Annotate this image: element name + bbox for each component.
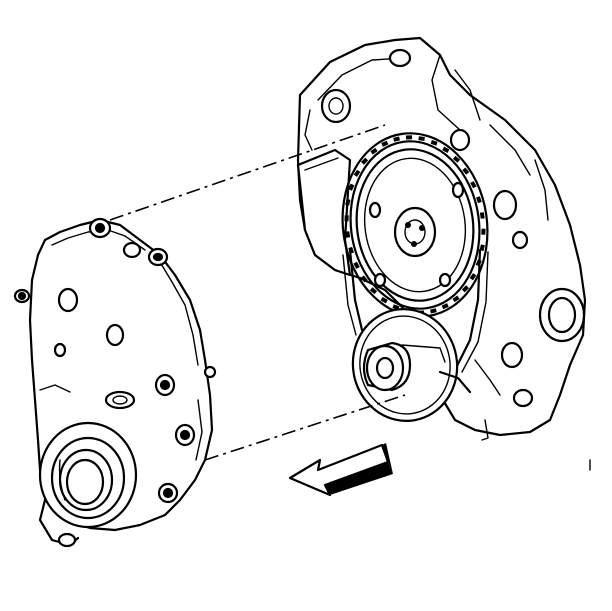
chain-link (479, 212, 485, 219)
front-cover (13, 217, 217, 548)
camshaft-sprocket (355, 148, 475, 302)
chain-link (393, 136, 400, 142)
chain-link (418, 136, 425, 141)
chain-link (479, 244, 485, 252)
chain-link (380, 296, 388, 304)
chain-link (369, 287, 378, 295)
chain-link (353, 261, 360, 269)
chain-link (361, 157, 369, 165)
chain-link (344, 215, 349, 222)
chain-link (452, 155, 461, 163)
chain-link (370, 147, 378, 155)
chain-link (348, 246, 354, 254)
chain-link (348, 183, 355, 191)
crankshaft-sprocket (351, 308, 472, 422)
timing-chain-links (344, 135, 486, 315)
chain-link (442, 146, 450, 154)
chain-link (441, 303, 449, 310)
chain-link (353, 169, 361, 177)
chain-link (345, 231, 351, 238)
chain-link (452, 295, 460, 303)
chain-link (345, 198, 351, 206)
chain-link (481, 228, 486, 235)
chain-link (405, 135, 413, 140)
chain-link (475, 259, 482, 267)
chain-link (462, 167, 470, 175)
chain-link (360, 275, 368, 283)
chain-link (430, 308, 437, 314)
chain-link (381, 140, 389, 147)
chain-link (476, 196, 482, 204)
chain-link (469, 273, 477, 281)
chain-link (470, 181, 477, 189)
alignment-lines (109, 124, 406, 461)
chain-link (430, 139, 438, 146)
chain-link (461, 285, 469, 293)
removal-direction-arrow (288, 443, 393, 497)
